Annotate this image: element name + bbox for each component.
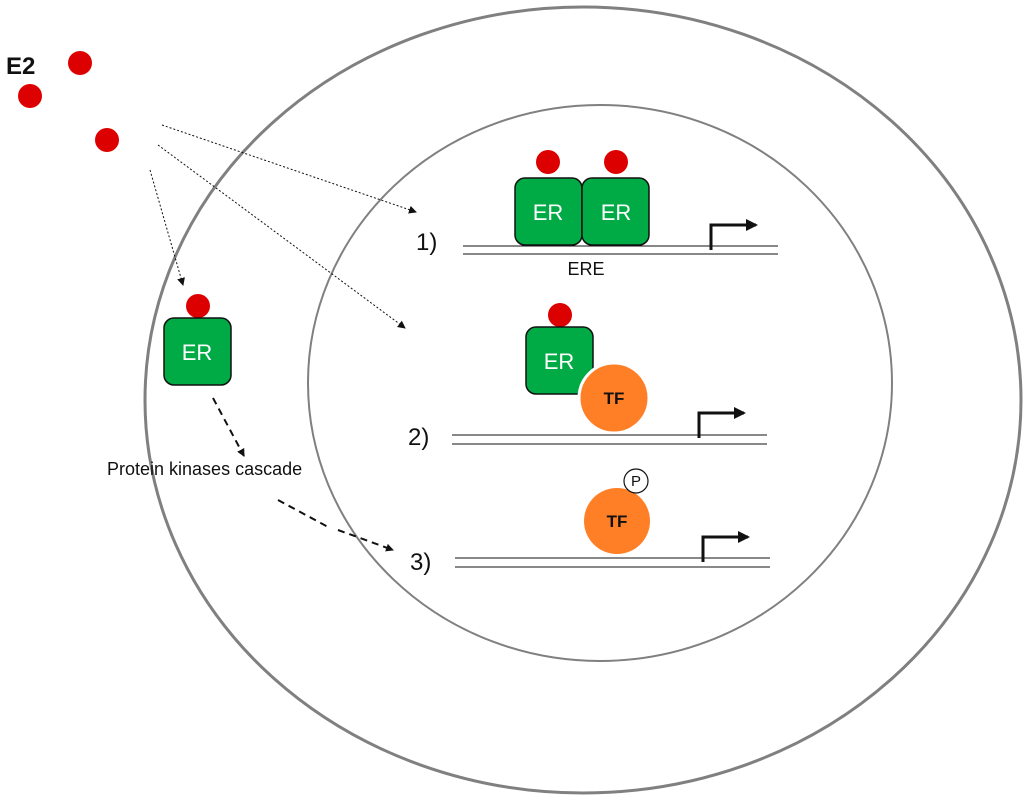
tf-label: TF xyxy=(604,389,625,408)
pathway-1-label: 1) xyxy=(416,229,437,256)
nucleus-membrane xyxy=(307,104,893,662)
tf-label: TF xyxy=(607,512,628,531)
cascade-to-pathway-3-arrow xyxy=(337,529,394,552)
pathway-3-label: 3) xyxy=(410,549,431,576)
e2-molecule xyxy=(68,51,92,75)
er-receptor xyxy=(581,177,650,246)
e2-to-pathway-1-arrow xyxy=(161,124,417,214)
er-receptor xyxy=(163,317,232,386)
transcription-start-arrow xyxy=(709,219,758,250)
phosphate-label: P xyxy=(631,473,641,490)
er-label: ER xyxy=(544,349,575,374)
e2-to-pathway-2-arrow xyxy=(157,144,406,329)
cascade-label: Protein kinases cascade xyxy=(107,459,302,479)
cell-membrane xyxy=(143,5,1023,795)
e2-molecule xyxy=(95,128,119,152)
pathway-2-label: 2) xyxy=(408,424,429,451)
e2-molecule xyxy=(536,150,560,174)
er-label: ER xyxy=(533,200,564,225)
e2-molecule xyxy=(18,84,42,108)
ere-label: ERE xyxy=(567,259,604,279)
cascade-to-pathway-3-arrow xyxy=(277,499,331,529)
tf-protein xyxy=(577,361,651,435)
transcription-start-arrow xyxy=(701,531,750,562)
e2-molecule xyxy=(186,294,210,318)
tf-protein xyxy=(584,488,650,554)
transcription-start-arrow xyxy=(697,407,746,438)
er-label: ER xyxy=(182,340,213,365)
phosphate-icon xyxy=(623,468,649,494)
er-label: ER xyxy=(601,200,632,225)
er-to-cascade-arrow xyxy=(212,397,245,457)
e2-label: E2 xyxy=(6,53,35,80)
e2-molecule xyxy=(604,150,628,174)
er-receptor xyxy=(525,326,594,395)
e2-molecule xyxy=(548,303,572,327)
e2-to-cytoplasmic-er-arrow xyxy=(149,169,185,286)
